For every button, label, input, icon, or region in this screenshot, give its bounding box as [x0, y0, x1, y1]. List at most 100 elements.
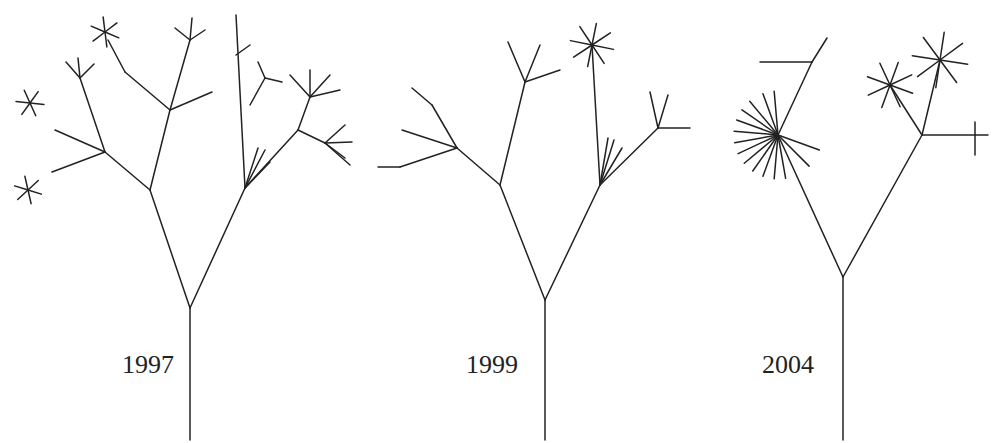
tree-branch: [190, 30, 205, 40]
tree-branch: [16, 102, 30, 103]
tree-branch: [658, 127, 690, 129]
tree-branch: [52, 152, 105, 172]
tree-branch: [525, 70, 560, 82]
tree-branch: [170, 92, 212, 110]
tree-branch: [525, 45, 540, 82]
tree-branch: [103, 17, 105, 32]
tree-branch: [868, 85, 890, 95]
tree-branch: [105, 32, 107, 47]
tree-branch: [22, 103, 30, 114]
tree-branch: [544, 300, 546, 440]
tree-branch: [760, 61, 812, 63]
tree-branch: [400, 148, 457, 167]
tree-branch: [15, 186, 28, 190]
tree-branch: [974, 122, 976, 155]
year-label: 2004: [762, 352, 814, 378]
tree-branch: [290, 75, 310, 97]
tree-branch: [842, 277, 844, 440]
tree-branch: [922, 134, 975, 136]
tree-branch: [650, 92, 658, 128]
tree-branch: [432, 105, 457, 148]
tree-branch: [917, 60, 940, 77]
tree-branch: [778, 135, 786, 178]
tree-branch: [125, 72, 170, 110]
tree-branch: [325, 143, 345, 158]
tree-branch: [150, 190, 190, 308]
tree-branch: [912, 56, 940, 60]
tree-branch: [774, 135, 778, 179]
tree-branch: [936, 60, 940, 88]
tree-branch: [778, 62, 812, 135]
tree-branch: [175, 28, 190, 40]
tree-branch: [750, 101, 778, 135]
tree-branch: [923, 37, 940, 60]
tree-branch: [778, 135, 843, 277]
tree-branch: [245, 150, 265, 188]
tree-branch: [574, 45, 592, 57]
tree-branch: [325, 142, 352, 143]
tree-branch: [940, 60, 957, 83]
tree-branch: [843, 135, 922, 277]
tree-branch: [774, 91, 778, 135]
tree-branch: [812, 38, 827, 62]
tree-branch: [658, 95, 668, 128]
tree-branch: [940, 43, 963, 60]
tree-branch: [600, 128, 658, 185]
tree-branch: [190, 188, 245, 308]
tree-branch: [457, 148, 500, 185]
tree-branch: [24, 90, 30, 103]
tree-branch: [580, 27, 592, 45]
tree-branch: [105, 32, 119, 38]
tree-branch: [245, 162, 270, 188]
tree-branch: [80, 78, 105, 152]
tree-branch: [55, 130, 105, 152]
tree-branch: [25, 176, 28, 190]
tree-branch: [325, 143, 350, 165]
tree-branch: [940, 32, 944, 60]
tree-branch: [245, 130, 298, 188]
tree-branch: [108, 40, 125, 72]
year-label: 1999: [466, 352, 518, 378]
tree-branch: [190, 18, 192, 40]
tree-branch: [325, 125, 345, 143]
tree-branch: [778, 135, 819, 150]
tree-branch: [298, 97, 310, 130]
tree-branch: [890, 85, 900, 107]
tree-branch: [28, 190, 41, 194]
tree-branch: [30, 103, 44, 104]
tree-branch: [18, 190, 28, 200]
tree-branch: [508, 42, 525, 82]
tree-branch: [236, 15, 245, 188]
tree-branch: [975, 134, 988, 136]
tree-branch: [236, 45, 250, 55]
tree-branch: [265, 78, 282, 82]
tree-branch: [310, 90, 340, 97]
tree-branch: [80, 64, 94, 78]
tree-branch: [500, 185, 545, 300]
tree-branch: [412, 88, 432, 105]
tree-branch: [592, 45, 600, 185]
tree-branch: [735, 135, 778, 143]
tree-branch: [150, 110, 170, 190]
tree-branch: [91, 26, 105, 32]
tree-branch: [105, 152, 150, 190]
tree-branch: [189, 308, 191, 440]
tree-branch: [78, 58, 80, 78]
tree-branch: [500, 82, 525, 185]
tree-branch: [28, 180, 38, 190]
tree-branch: [592, 45, 604, 63]
year-label: 1997: [122, 352, 174, 378]
tree-branch: [298, 130, 325, 143]
tree-branch: [592, 33, 610, 45]
tree-branch: [880, 63, 890, 85]
tree-branch: [309, 70, 311, 97]
tree-branch: [890, 85, 922, 135]
tree-branch: [93, 32, 105, 41]
tree-branch: [890, 75, 912, 85]
tree-branch: [30, 92, 38, 103]
tree-branch: [378, 166, 400, 168]
tree-branch: [545, 185, 600, 300]
tree-branch: [28, 190, 31, 204]
tree-branch: [258, 62, 265, 78]
